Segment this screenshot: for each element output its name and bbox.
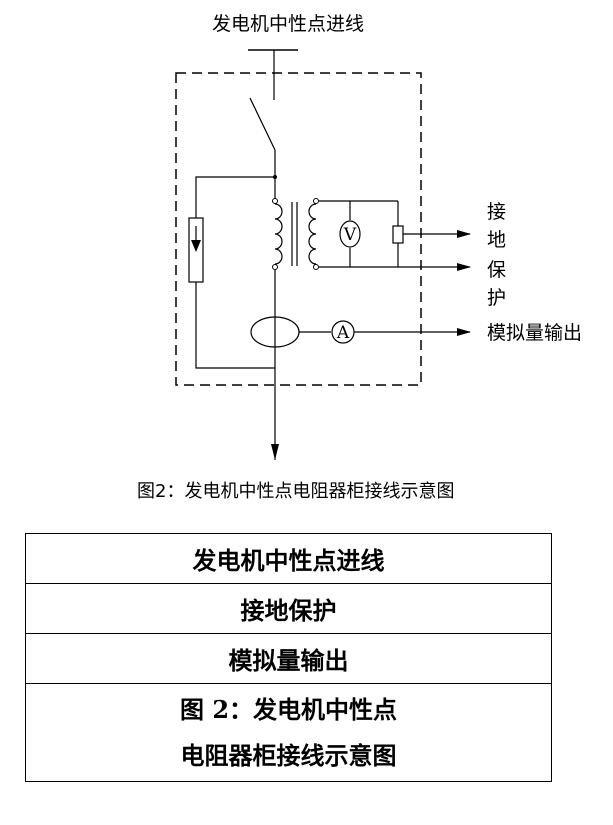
- ammeter-symbol: A: [336, 323, 350, 343]
- secondary-winding: [308, 203, 317, 265]
- table-cell-analog-output: 模拟量输出: [25, 633, 552, 684]
- ground-arrow-icon: [271, 444, 279, 460]
- secondary-terminal-top: [313, 198, 319, 204]
- ground-protection-char-3: 保: [487, 259, 506, 281]
- table-cell-figure-title: 图 2：发电机中性点 电阻器柜接线示意图: [25, 683, 552, 782]
- secondary-terminal-bottom: [313, 264, 319, 270]
- ground-protection-char-4: 护: [487, 287, 506, 309]
- voltmeter-icon: [339, 220, 361, 248]
- translation-table: 发电机中性点进线 接地保护 模拟量输出 图 2：发电机中性点 电阻器柜接线示意图: [25, 533, 552, 782]
- table-row: 图 2：发电机中性点 电阻器柜接线示意图: [25, 683, 552, 782]
- figure-title-line-1: 图 2：发电机中性点: [179, 694, 398, 724]
- figure-caption: 图2：发电机中性点电阻器柜接线示意图: [137, 481, 454, 502]
- primary-winding: [274, 203, 283, 265]
- neutral-incoming-label: 发电机中性点进线: [212, 13, 364, 35]
- primary-terminal-bottom: [272, 264, 278, 270]
- figure-title-line-2: 电阻器柜接线示意图: [180, 740, 397, 770]
- table-row: 接地保护: [25, 583, 552, 634]
- cabinet-enclosure: [175, 72, 422, 386]
- voltmeter-symbol: V: [343, 225, 357, 245]
- disconnect-switch: [249, 97, 276, 151]
- protection-relay-element: [392, 225, 404, 244]
- resistor-arrow-icon: [191, 240, 201, 252]
- table-cell-neutral-incoming: 发电机中性点进线: [25, 533, 552, 584]
- ground-protection-char-2: 地: [487, 229, 506, 251]
- wiring-diagram: 发电机中性点进线 V 接 地 保 护 A 模拟量输出: [137, 13, 582, 502]
- table-row: 模拟量输出: [25, 633, 552, 684]
- analog-output-label: 模拟量输出: [487, 322, 582, 344]
- table-row: 发电机中性点进线: [25, 533, 552, 584]
- primary-terminal-top: [272, 198, 278, 204]
- table-cell-ground-protection: 接地保护: [25, 583, 552, 634]
- ground-protection-char-1: 接: [487, 201, 506, 223]
